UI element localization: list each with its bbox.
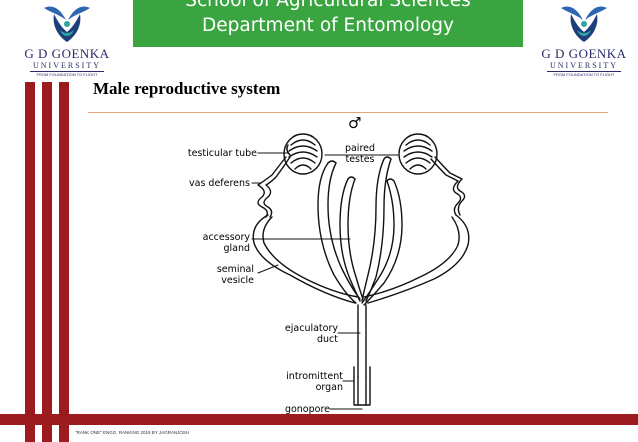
logo-divider: [547, 71, 621, 72]
university-logo-right: G D GOENKA UNIVERSITY FROM FOUNDATION TO…: [535, 0, 633, 80]
department-name: Department of Entomology: [201, 15, 455, 36]
logo-name: G D GOENKA: [24, 46, 110, 61]
label-ejaculatory: ejaculatory: [284, 323, 338, 334]
vas-deferens-right: [430, 156, 466, 216]
bottom-bar: [0, 414, 638, 425]
decorative-bar: [42, 82, 52, 442]
label-ejaculatory-duct: ejaculatory duct: [285, 323, 338, 345]
logo-name: G D GOENKA: [541, 46, 627, 61]
diagram-drawing: [251, 133, 470, 410]
label-gonopore: gonopore: [284, 404, 330, 415]
label-accessory-gland: accessory gland: [203, 232, 250, 254]
label-vesicle: vesicle: [221, 275, 254, 286]
label-testes: testes: [345, 154, 375, 165]
label-accessory: accessory: [202, 232, 250, 243]
university-logo-left: G D GOENKA UNIVERSITY FROM FOUNDATION TO…: [18, 0, 116, 80]
decorative-bar: [25, 82, 35, 442]
title-divider: [88, 112, 608, 113]
slide-title: Male reproductive system: [93, 79, 281, 98]
header-banner: School of Agricultural Sciences Departme…: [133, 0, 523, 47]
seminal-vesicle-right: [363, 214, 470, 304]
testis-right: [398, 133, 438, 175]
label-intromittent-organ: intromittent organ: [286, 371, 343, 393]
label-testicular-tube: testicular tube: [187, 148, 257, 159]
logo-tagline: FROM FOUNDATION TO FLIGHT: [36, 72, 98, 77]
accessory-gland-left-outer: [317, 160, 361, 304]
logo-university: UNIVERSITY: [550, 61, 618, 70]
label-duct: duct: [317, 334, 338, 345]
label-paired: paired: [344, 143, 376, 154]
accessory-gland-right-outer: [361, 178, 403, 306]
seminal-vesicle-left: [252, 214, 359, 304]
logo-divider: [30, 71, 104, 72]
label-gland: gland: [223, 243, 250, 254]
ejaculatory-duct: [357, 304, 367, 378]
logo-university: UNIVERSITY: [33, 61, 101, 70]
label-organ: organ: [315, 382, 343, 393]
vas-deferens-left: [257, 156, 291, 218]
label-vas-deferens: vas deferens: [189, 178, 250, 189]
label-paired-testes: paired testes: [338, 143, 382, 165]
decorative-bar: [59, 82, 69, 442]
school-name: School of Agricultural Sciences: [185, 0, 471, 11]
label-seminal: seminal: [216, 264, 254, 275]
label-seminal-vesicle: seminal vesicle: [217, 264, 254, 286]
label-intromittent: intromittent: [286, 371, 343, 382]
footer-note: "RANK ONE" ENGG. RANKING 2019 BY JAGRANJ…: [75, 430, 190, 435]
reproductive-system-diagram: ♂ testicular tube paired testes vas defe…: [150, 115, 500, 415]
bird-logo-icon: [44, 6, 90, 42]
intromittent-organ: [353, 366, 371, 406]
bird-logo-icon: [561, 6, 607, 42]
accessory-gland-left-inner: [339, 176, 364, 302]
leader-lines: [251, 152, 399, 410]
logo-tagline: FROM FOUNDATION TO FLIGHT: [553, 72, 615, 77]
male-symbol: ♂: [348, 114, 362, 132]
testis-left: [283, 133, 323, 175]
